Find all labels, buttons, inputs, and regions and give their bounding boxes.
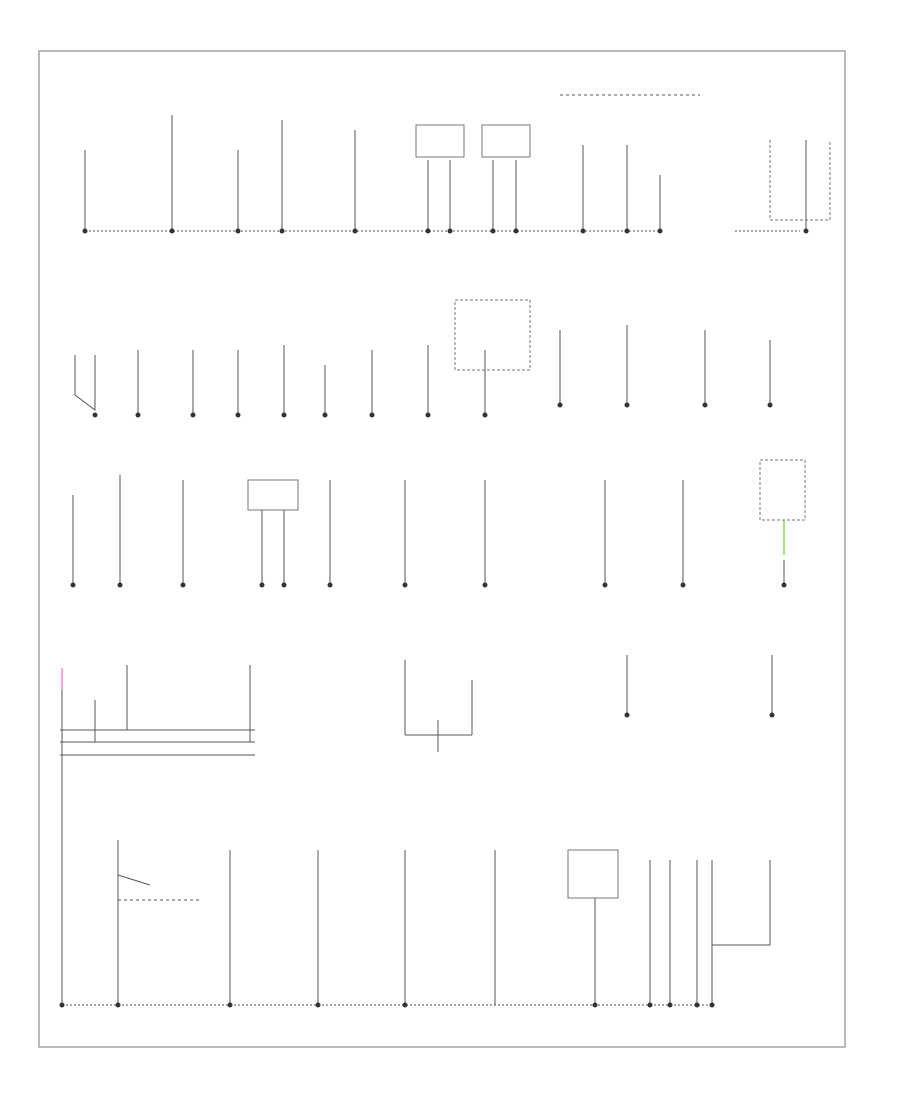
ground-point [369,412,375,418]
ground-point [281,582,287,588]
ground-point [602,582,608,588]
ground-point [322,412,328,418]
diagram-frame [38,50,846,1048]
ground-point [190,412,196,418]
ground-point [402,1002,408,1008]
ground-point [580,228,586,234]
row-5 [62,840,771,1006]
ground-point [482,582,488,588]
ground-point [135,412,141,418]
ground-point [592,1002,598,1008]
ground-point [59,1002,65,1008]
component-box [454,299,531,371]
component-box [415,124,465,158]
ground-point [769,712,775,718]
row-3 [72,459,806,585]
ground-point [281,412,287,418]
ground-point [657,228,663,234]
ground-point [402,582,408,588]
ground-point [115,1002,121,1008]
row-1-grounds [82,228,809,234]
ground-point [680,582,686,588]
ground-point [117,582,123,588]
row-5-grounds [59,1002,715,1008]
ground-point [235,228,241,234]
ground-point [694,1002,700,1008]
ground-wire [712,860,771,946]
row-2 [74,299,771,415]
ground-point [803,228,809,234]
ground-point [315,1002,321,1008]
ground-point [259,582,265,588]
ground-point [709,1002,715,1008]
row-2-grounds [92,402,773,418]
ground-point [781,582,787,588]
ground-point [352,228,358,234]
row-4-grounds [624,712,775,718]
switch-symbol [117,874,151,886]
ground-wire [74,355,96,411]
ground-point [482,412,488,418]
ground-point [227,1002,233,1008]
ground-point [169,228,175,234]
component-box [769,140,831,221]
ground-point [513,228,519,234]
component-box [247,479,299,511]
ground-point [624,402,630,408]
ground-point [767,402,773,408]
component-box [481,124,531,158]
ground-point [490,228,496,234]
ground-point [180,582,186,588]
component-box [759,459,806,521]
ground-point [82,228,88,234]
row-3-grounds [70,582,787,588]
ground-point [425,412,431,418]
ground-point [327,582,333,588]
ground-point [624,228,630,234]
ground-point [279,228,285,234]
row-1 [84,94,831,232]
ground-point [235,412,241,418]
ground-point [647,1002,653,1008]
ground-point [425,228,431,234]
ground-point [92,412,98,418]
ground-point [702,402,708,408]
ground-point [667,1002,673,1008]
ground-point [557,402,563,408]
row-4 [60,655,773,756]
component-box [567,849,619,899]
ground-point [447,228,453,234]
ground-point [624,712,630,718]
ground-point [70,582,76,588]
